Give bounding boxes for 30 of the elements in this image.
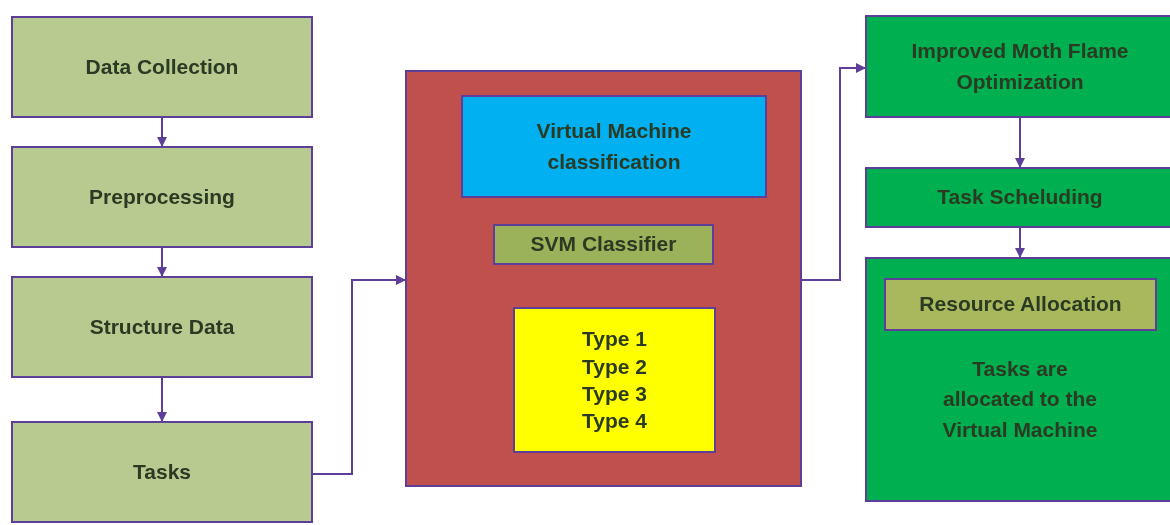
node-label: Tasks are allocated to the Virtual Machine bbox=[941, 356, 1099, 443]
process-box bbox=[11, 276, 313, 378]
arrow bbox=[1015, 117, 1025, 168]
node-label: Virtual Machine classification bbox=[535, 118, 693, 175]
process-box bbox=[884, 278, 1157, 331]
arrow bbox=[1015, 227, 1025, 258]
node-label: Type 1 Type 2 Type 3 Type 4 bbox=[581, 326, 648, 435]
container-box bbox=[865, 257, 1170, 502]
node-label: Task Scheluding bbox=[937, 184, 1103, 211]
node-label: Improved Moth Flame Optimization bbox=[910, 38, 1130, 95]
arrow bbox=[312, 275, 406, 475]
arrow bbox=[801, 63, 866, 281]
node-label: Tasks bbox=[133, 458, 191, 485]
node-label: SVM Classifier bbox=[530, 231, 677, 258]
arrow bbox=[157, 247, 167, 277]
arrow bbox=[157, 377, 167, 422]
node-label: Data Collection bbox=[85, 53, 239, 80]
node-label: Resource Allocation bbox=[919, 291, 1122, 318]
arrow bbox=[157, 117, 167, 147]
type-list-box bbox=[513, 307, 716, 453]
process-box bbox=[865, 15, 1170, 118]
process-box bbox=[11, 421, 313, 523]
process-box bbox=[11, 146, 313, 248]
process-box bbox=[493, 224, 714, 265]
container-box bbox=[405, 70, 802, 487]
process-box bbox=[865, 167, 1170, 228]
process-box bbox=[461, 95, 767, 198]
node-label: Structure Data bbox=[89, 313, 235, 340]
process-box bbox=[11, 16, 313, 118]
node-label: Preprocessing bbox=[89, 183, 235, 210]
